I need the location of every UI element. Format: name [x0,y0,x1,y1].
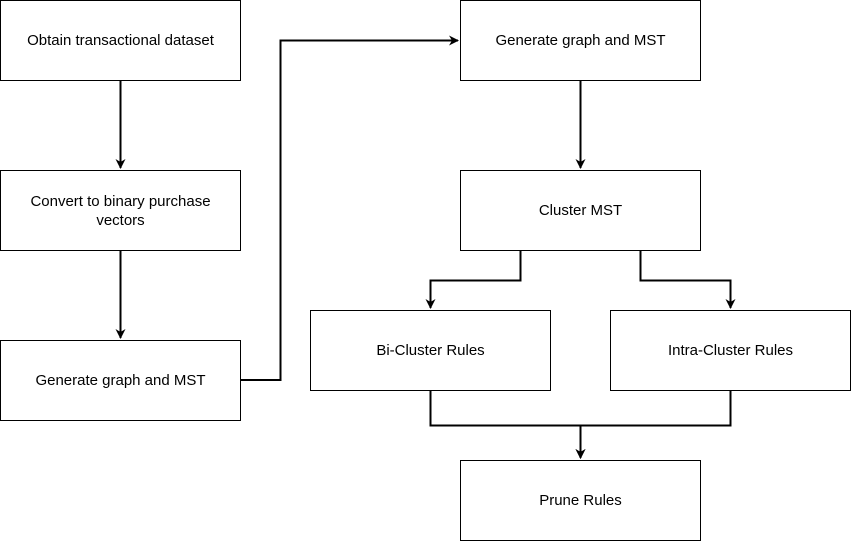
node-label: Generate graph and MST [495,32,666,49]
node-label: Convert to binary purchase vectors [30,192,211,229]
arrow-intracluster-to-prune [575,391,732,459]
node-generate-graph-right: Generate graph and MST [460,0,701,81]
node-label: Intra-Cluster Rules [667,342,794,359]
arrow-cluster-to-intracluster [639,251,736,309]
node-obtain-dataset: Obtain transactional dataset [0,0,241,81]
node-convert-vectors: Convert to binary purchase vectors [0,170,241,251]
node-generate-graph-left: Generate graph and MST [0,340,241,421]
arrow-generate-left-to-generate-right [241,35,459,381]
node-label: Bi-Cluster Rules [376,342,485,359]
arrow-bicluster-to-prune [429,391,586,459]
node-prune-rules: Prune Rules [460,460,701,541]
node-intra-cluster-rules: Intra-Cluster Rules [610,310,851,391]
node-label: Cluster MST [538,202,623,219]
node-label: Prune Rules [539,492,622,509]
node-label: Obtain transactional dataset [27,32,214,49]
node-cluster-mst: Cluster MST [460,170,701,251]
node-bi-cluster-rules: Bi-Cluster Rules [310,310,551,391]
arrow-cluster-to-bicluster [425,251,522,309]
node-label: Generate graph and MST [35,372,206,389]
